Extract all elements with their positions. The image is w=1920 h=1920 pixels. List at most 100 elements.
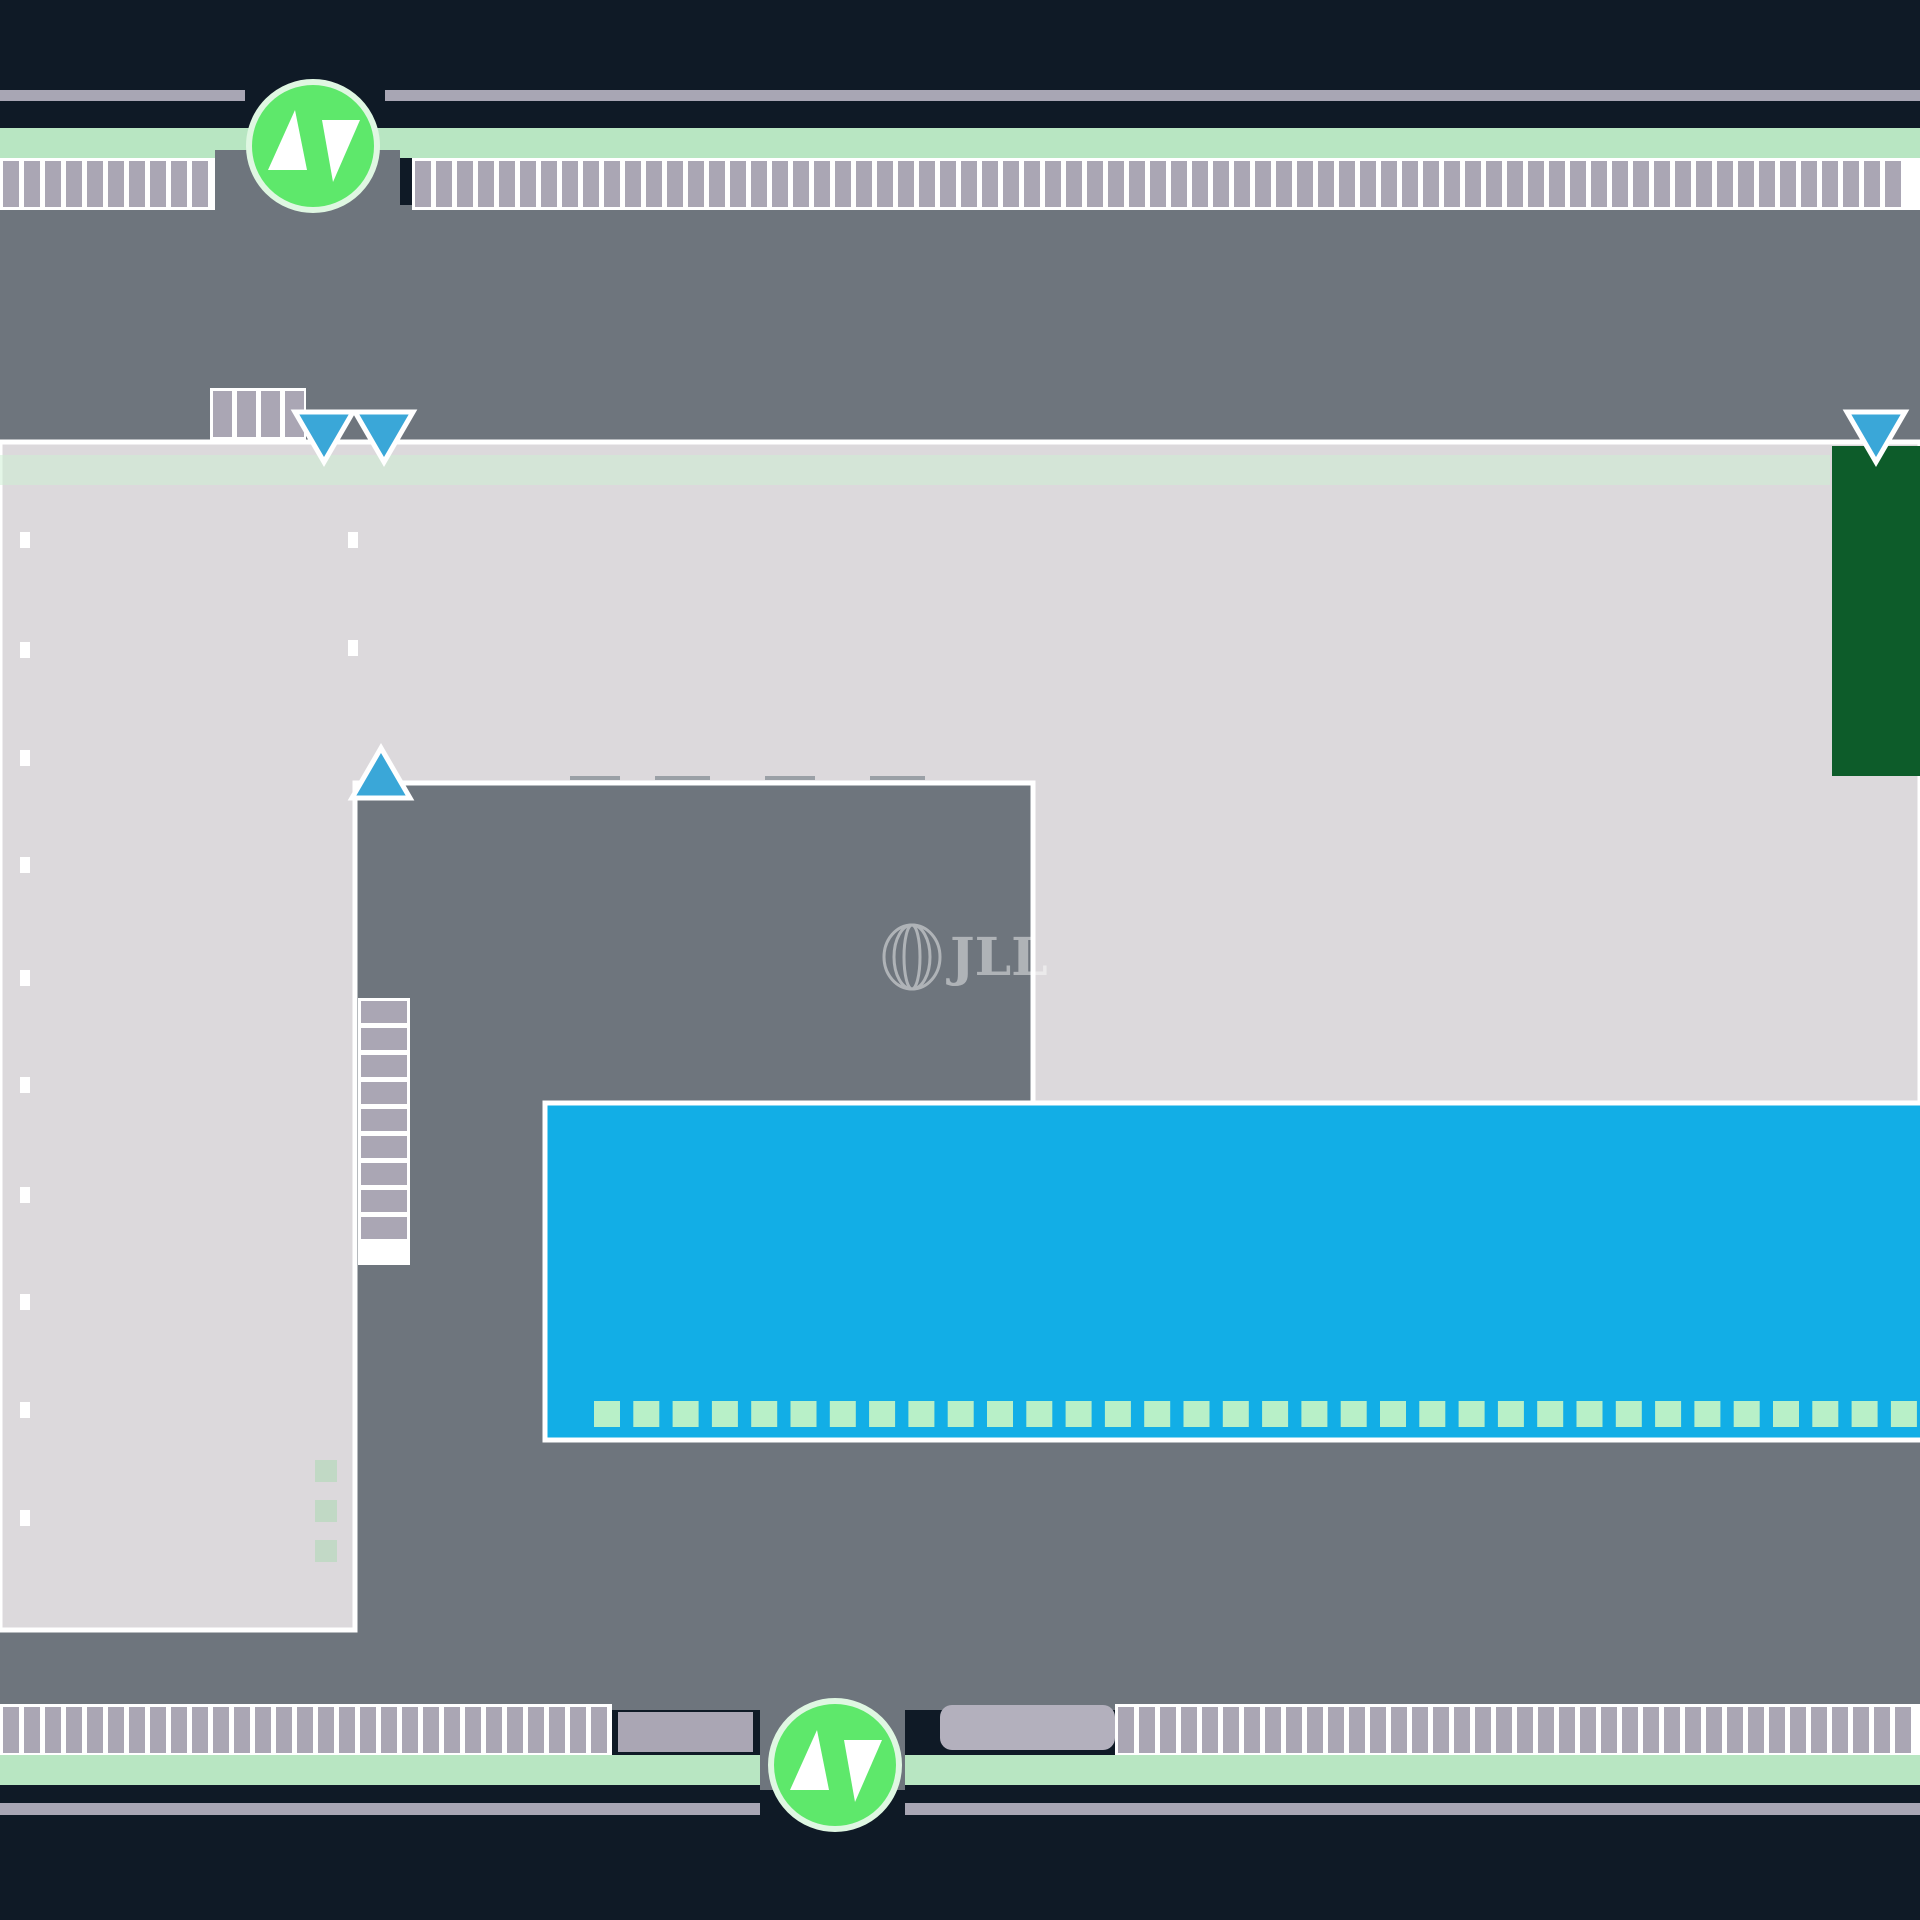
dock-square [1419,1401,1446,1427]
parking-space [793,161,809,207]
parking-space [1391,1707,1407,1753]
parking-row-top-right [412,158,1920,210]
parking-space [1202,1707,1218,1753]
parking-space [709,161,725,207]
pillar [20,750,30,766]
parking-space [1328,1707,1344,1753]
parking-space [919,161,935,207]
parking-space [465,1707,481,1753]
pillar [20,857,30,873]
entrance-south [768,1698,902,1832]
pillar [348,532,358,548]
pillar [20,1510,30,1526]
parking-space [1685,1707,1701,1753]
parking-space [1633,161,1649,207]
parking-space [87,161,103,207]
dock-square [790,1401,817,1427]
parking-space [361,1109,407,1131]
parking-space [361,1163,407,1185]
parking-space [549,1707,565,1753]
parking-space [1412,1707,1428,1753]
parking-space [129,161,145,207]
dock-square [1026,1401,1053,1427]
top-fence-right [385,90,1920,101]
parking-space [1790,1707,1806,1753]
parking-space [625,161,641,207]
parking-space [276,1707,292,1753]
parking-space [1706,1707,1722,1753]
watermark-text: JLL [946,927,1048,988]
parking-space [1549,161,1565,207]
dock-square [1144,1401,1171,1427]
parking-space [1160,1707,1176,1753]
parking-space [108,161,124,207]
dock-square [1458,1401,1485,1427]
watermark: JLL [882,923,1048,991]
parking-space [1538,1707,1554,1753]
parking-space [688,161,704,207]
bottom-green-strip [0,1755,1920,1785]
parking-space [150,161,166,207]
parking-space [528,1707,544,1753]
parking-space [436,161,452,207]
dock-square [594,1401,620,1427]
parking-space [1139,1707,1155,1753]
dock-square [1773,1401,1799,1427]
dock-square [829,1401,856,1427]
parking-space [1108,161,1124,207]
dock-square [947,1401,974,1427]
parking-space [1496,1707,1512,1753]
parking-space [562,161,578,207]
dock-square [869,1401,896,1427]
top-fence-left [0,90,245,101]
building-pillars [20,532,358,1526]
parking-space [3,1707,19,1753]
parking-space [1181,1707,1197,1753]
parking-space [541,161,557,207]
parking-space [108,1707,124,1753]
parking-space [1853,1707,1869,1753]
dock-square [711,1401,738,1427]
dock-square [1851,1401,1878,1427]
parking-space [1895,1707,1911,1753]
parking-space [213,391,232,437]
dock-square [987,1401,1013,1427]
dock-square [1615,1401,1642,1427]
parking-space [835,161,851,207]
parking-space [361,1136,407,1158]
parking-space [478,161,494,207]
parking-space [381,1707,397,1753]
parking-space [1349,1707,1365,1753]
dock-square [1890,1401,1917,1427]
parking-space [730,161,746,207]
parking-space [1213,161,1229,207]
parking-space [45,161,61,207]
dock-square [1065,1401,1092,1427]
parking-space [961,161,977,207]
parking-space [520,161,536,207]
parking-space [507,1707,523,1753]
parking-space [234,1707,250,1753]
parking-space [1517,1707,1533,1753]
entrance-north [246,79,380,213]
dock-square [908,1401,935,1427]
parking-space [1150,161,1166,207]
parking-space [1454,1707,1470,1753]
parking-space [1307,1707,1323,1753]
dock-square [1694,1401,1721,1427]
parking-gray-block-left [618,1712,753,1752]
parking-row-bottom-right [1115,1704,1920,1756]
parking-space [361,1001,407,1023]
parking-space [1234,161,1250,207]
parking-space [982,161,998,207]
parking-space [192,1707,208,1753]
dock-square [751,1401,778,1427]
parking-space [171,1707,187,1753]
parking-space [877,161,893,207]
parking-space [213,1707,229,1753]
parking-space [1087,161,1103,207]
parking-space [361,1190,407,1212]
two-way-arrows-icon [768,1698,902,1832]
parking-space [1570,161,1586,207]
